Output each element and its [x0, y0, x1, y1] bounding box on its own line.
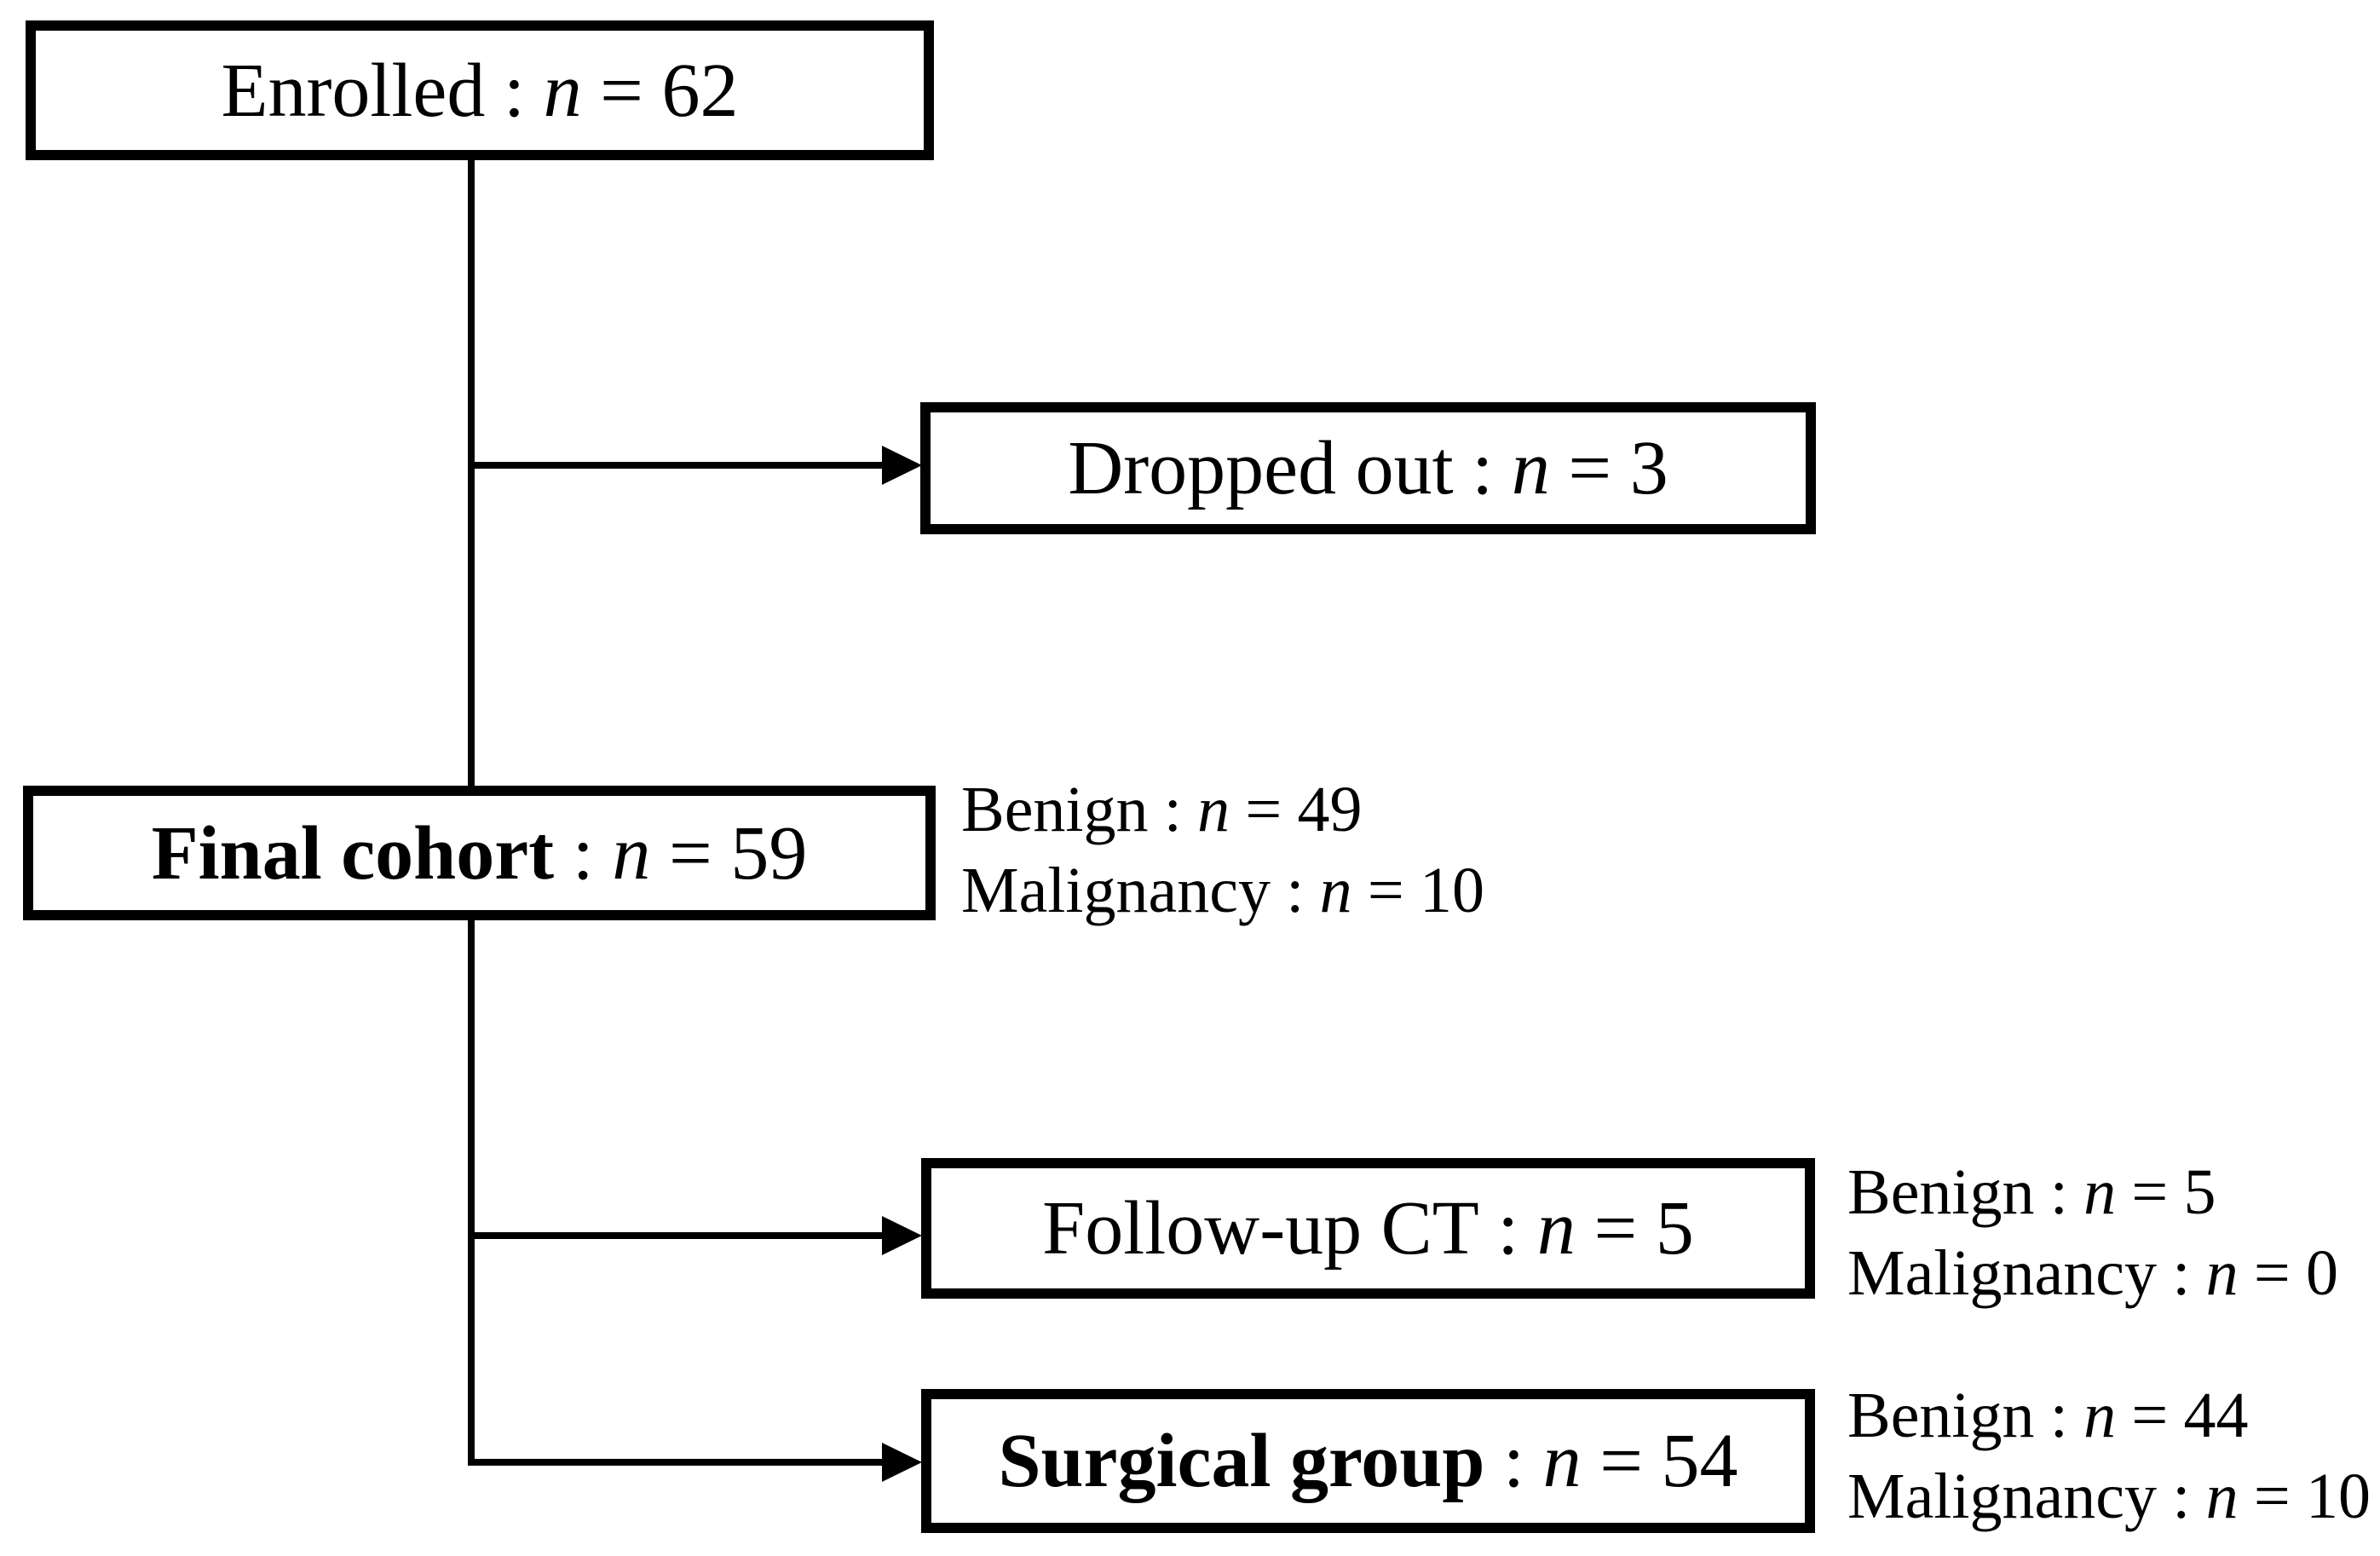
box-follow-up-ct: Follow-up CT:n=5 [921, 1158, 1815, 1299]
n-variable: n [2083, 1380, 2117, 1451]
box-count: 54 [1661, 1419, 1738, 1503]
annotation-count: 5 [2183, 1156, 2216, 1228]
n-variable: n [2083, 1156, 2117, 1228]
colon-separator: : [2172, 1461, 2191, 1532]
n-variable: n [1536, 1186, 1576, 1271]
connector-branch-surgical-group [468, 1459, 882, 1466]
box-label: Final cohort [151, 810, 555, 896]
equals-sign: = [2253, 1461, 2291, 1532]
arrowhead-icon [882, 1443, 922, 1482]
n-variable: n [543, 48, 582, 133]
box-label: Enrolled [221, 48, 486, 133]
arrowhead-icon [882, 446, 922, 485]
equals-sign: = [1367, 855, 1404, 926]
colon-separator: : [1286, 855, 1305, 926]
equals-sign: = [668, 810, 712, 896]
equals-sign: = [1593, 1186, 1638, 1271]
box-label: Surgical group [998, 1419, 1485, 1503]
equals-sign: = [1245, 774, 1282, 845]
colon-separator: : [1497, 1186, 1519, 1271]
n-variable: n [612, 810, 651, 896]
colon-separator: : [1163, 774, 1182, 845]
n-variable: n [2205, 1461, 2239, 1532]
equals-sign: = [2131, 1380, 2169, 1451]
box-label: Dropped out [1068, 426, 1454, 510]
n-variable: n [2205, 1237, 2239, 1309]
connector-branch-follow-up-ct [468, 1232, 882, 1239]
equals-sign: = [2131, 1156, 2169, 1228]
colon-separator: : [2172, 1237, 2191, 1309]
equals-sign: = [2253, 1237, 2291, 1309]
annotation-line-malignancy: Malignancy:n=10 [1847, 1456, 2371, 1537]
connector-branch-dropped-out [468, 462, 882, 469]
box-surgical-group: Surgical group:n=54 [921, 1389, 1815, 1533]
annotation-label: Malignancy [961, 855, 1271, 926]
box-count: 59 [730, 810, 808, 896]
annotation-label: Malignancy [1847, 1461, 2158, 1532]
colon-separator: : [572, 810, 594, 896]
colon-separator: : [2049, 1380, 2068, 1451]
annotation-count: 0 [2305, 1237, 2338, 1309]
n-variable: n [1542, 1419, 1582, 1503]
annotation-count: 44 [2183, 1380, 2249, 1451]
equals-sign: = [1568, 426, 1612, 510]
box-final-cohort: Final cohort:n=59 [23, 786, 936, 920]
annotation-label: Benign [961, 774, 1149, 845]
equals-sign: = [1599, 1419, 1643, 1503]
box-count: 62 [661, 48, 739, 133]
connector-enrolled-to-final [468, 158, 475, 786]
box-dropped-out: Dropped out:n=3 [920, 402, 1816, 534]
box-count: 3 [1629, 426, 1668, 510]
box-enrolled: Enrolled:n=62 [26, 20, 934, 160]
arrowhead-icon [882, 1216, 922, 1255]
colon-separator: : [2049, 1156, 2068, 1228]
annotation-label: Benign [1847, 1156, 2035, 1228]
colon-separator: : [1502, 1419, 1524, 1503]
box-count: 5 [1655, 1186, 1694, 1271]
annotation-line-malignancy: Malignancy:n=10 [961, 850, 1484, 931]
equals-sign: = [600, 48, 643, 133]
annotation-label: Malignancy [1847, 1237, 2158, 1309]
annotation-label: Benign [1847, 1380, 2035, 1451]
annotation-count: 10 [1419, 855, 1484, 926]
annotation-line-benign: Benign:n=44 [1847, 1375, 2371, 1456]
annotation-final-cohort: Benign:n=49 Malignancy:n=10 [961, 769, 1484, 931]
annotation-count: 49 [1297, 774, 1363, 845]
colon-separator: : [503, 48, 525, 133]
n-variable: n [1319, 855, 1352, 926]
n-variable: n [1511, 426, 1550, 510]
annotation-follow-up-ct: Benign:n=5 Malignancy:n=0 [1847, 1152, 2338, 1314]
n-variable: n [1197, 774, 1230, 845]
annotation-surgical-group: Benign:n=44 Malignancy:n=10 [1847, 1375, 2371, 1537]
annotation-count: 10 [2305, 1461, 2371, 1532]
colon-separator: : [1472, 426, 1494, 510]
annotation-line-benign: Benign:n=49 [961, 769, 1484, 850]
annotation-line-benign: Benign:n=5 [1847, 1152, 2338, 1233]
connector-final-to-branches [468, 920, 475, 1466]
box-label: Follow-up CT [1042, 1186, 1479, 1271]
annotation-line-malignancy: Malignancy:n=0 [1847, 1233, 2338, 1314]
